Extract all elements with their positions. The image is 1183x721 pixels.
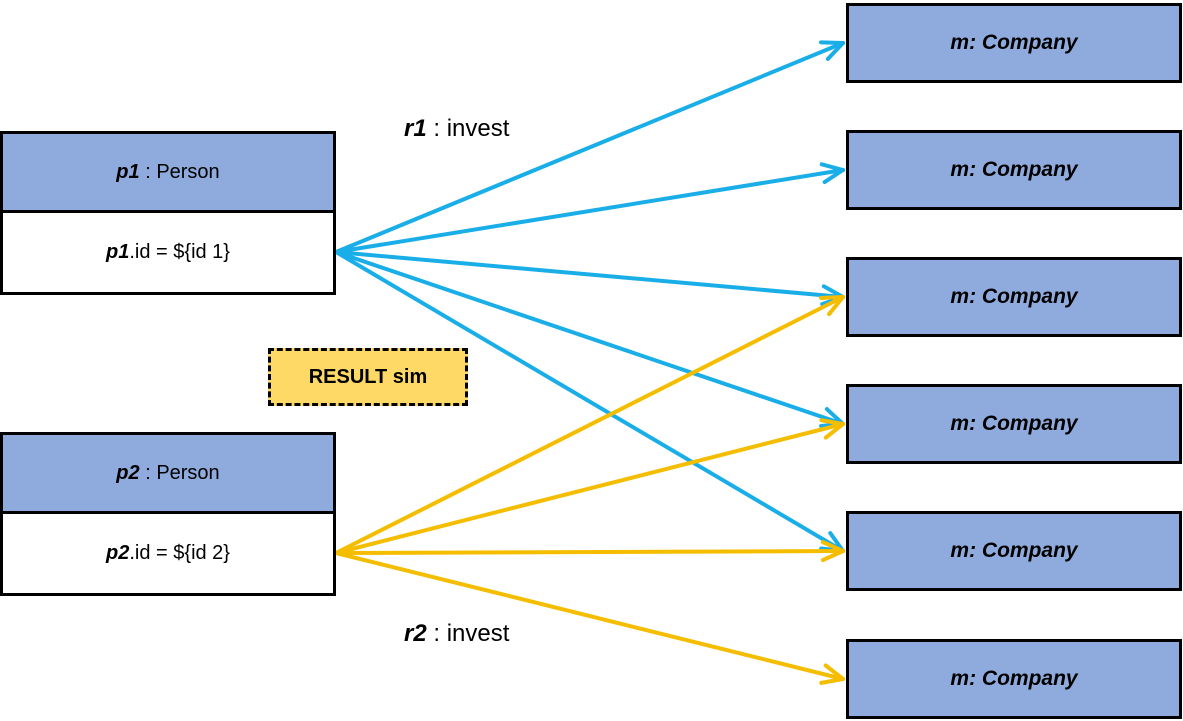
invest-edge-p2-company-6 bbox=[334, 551, 845, 681]
person-p1-type: Person bbox=[156, 160, 220, 183]
invest-edge-p1-company-1-arrow-b bbox=[819, 40, 845, 45]
invest-edge-p2-company-5-arrow-a bbox=[820, 549, 845, 563]
invest-edge-p2-company-3-arrow-b bbox=[819, 295, 845, 301]
relation-r2-var: r2 bbox=[404, 620, 427, 647]
company-node-4: m: Company bbox=[846, 384, 1182, 464]
person-p1-id-var: p1 bbox=[106, 241, 130, 263]
invest-edge-p1-company-1 bbox=[334, 41, 845, 254]
relation-label-r1: r1 : invest bbox=[404, 115, 509, 143]
company-label: m: Company bbox=[950, 285, 1078, 308]
invest-edge-p2-company-4-arrow-b bbox=[819, 418, 845, 426]
result-label: RESULT sim bbox=[308, 365, 428, 388]
invest-edge-p2-company-6-arrow-b bbox=[823, 663, 845, 681]
company-node-2: m: Company bbox=[846, 130, 1182, 210]
invest-edge-p1-company-3 bbox=[334, 250, 845, 299]
result-box: RESULT sim bbox=[268, 348, 468, 406]
invest-edge-p1-company-2 bbox=[334, 168, 845, 254]
person-p2-id-text: .id = ${id 2} bbox=[129, 542, 230, 564]
invest-edge-p1-company-2-arrow-a bbox=[822, 168, 845, 185]
company-label: m: Company bbox=[950, 158, 1078, 181]
person-p2-id-var: p2 bbox=[106, 542, 130, 564]
invest-edge-p2-company-3-arrow-a bbox=[827, 295, 845, 317]
company-label: m: Company bbox=[950, 539, 1078, 562]
company-node-1: m: Company bbox=[846, 3, 1182, 83]
company-node-3: m: Company bbox=[846, 257, 1182, 337]
person-p2-body: p2 .id = ${id 2} bbox=[0, 514, 336, 596]
person-p1-var: p1 bbox=[116, 160, 140, 183]
person-p2-type: Person bbox=[156, 461, 220, 484]
invest-edge-p2-company-4 bbox=[334, 422, 845, 555]
company-label: m: Company bbox=[950, 412, 1078, 435]
person-p2-header: p2 : Person bbox=[0, 432, 336, 514]
person-p2-type-sep: : bbox=[139, 461, 157, 484]
relation-label-r2: r2 : invest bbox=[404, 620, 509, 648]
relation-r2-type: invest bbox=[446, 620, 510, 647]
invest-edge-p1-company-4 bbox=[334, 250, 845, 426]
person-p1-type-sep: : bbox=[139, 160, 157, 183]
person-p2-var: p2 bbox=[116, 461, 140, 484]
relation-r1-type: invest bbox=[446, 115, 510, 142]
relation-r2-sep: : bbox=[426, 620, 447, 647]
relation-r1-var: r1 bbox=[404, 115, 427, 142]
relation-r1-sep: : bbox=[426, 115, 447, 142]
invest-edge-p2-company-5 bbox=[334, 549, 845, 555]
person-p1-id-text: .id = ${id 1} bbox=[129, 241, 230, 263]
invest-edge-p2-company-6-arrow-a bbox=[819, 677, 845, 685]
invest-edge-p2-company-3 bbox=[334, 295, 845, 555]
invest-edge-p1-company-2-arrow-b bbox=[819, 162, 845, 172]
company-node-5: m: Company bbox=[846, 511, 1182, 591]
person-p1-body: p1 .id = ${id 1} bbox=[0, 213, 336, 295]
company-node-6: m: Company bbox=[846, 639, 1182, 719]
invest-edge-p1-company-1-arrow-a bbox=[825, 41, 845, 61]
invest-edge-p2-company-4-arrow-a bbox=[823, 422, 845, 440]
company-label: m: Company bbox=[950, 31, 1078, 54]
invest-edge-p1-company-5 bbox=[334, 250, 845, 553]
invest-edge-p2-company-5-arrow-b bbox=[820, 540, 845, 553]
person-p1-header: p1 : Person bbox=[0, 131, 336, 213]
company-label: m: Company bbox=[950, 667, 1078, 690]
